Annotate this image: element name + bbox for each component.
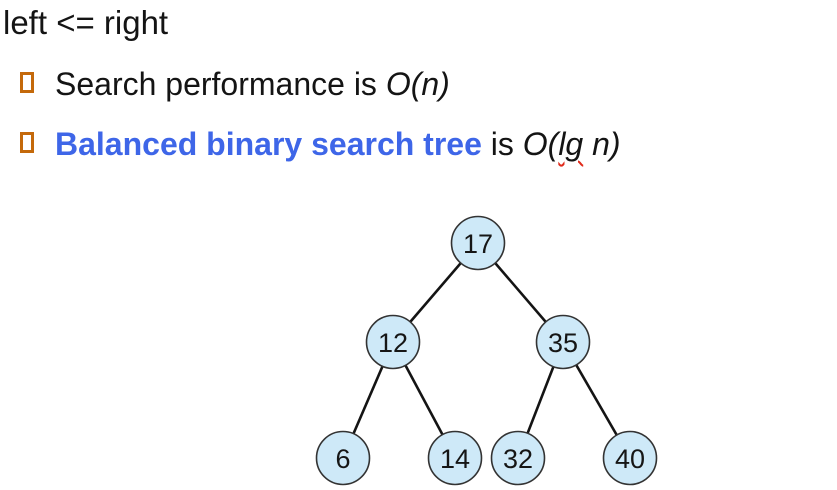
bullet-text-balanced-bst: Balanced binary search tree is O(lg n)	[55, 124, 621, 164]
tree-node-label: 6	[335, 444, 350, 474]
tree-node-35: 35	[535, 314, 591, 370]
tree-node-label: 14	[440, 444, 470, 474]
big-o-n-notation: O(n)	[385, 66, 450, 102]
tree-node-label: 32	[503, 444, 533, 474]
tree-node-label: 40	[615, 444, 645, 474]
tree-node-label: 35	[548, 328, 578, 358]
tree-node-label: 17	[463, 229, 493, 259]
bullet1-lead-text: Search performance is	[55, 66, 386, 102]
tree-node-32: 32	[490, 430, 546, 486]
bullet-item-search-performance: Search performance is O(n)	[20, 64, 450, 104]
tree-node-circle	[535, 314, 591, 370]
tree-node-6: 6	[315, 430, 371, 486]
slide-title-fragment: left <= right	[3, 4, 169, 41]
bullet-item-balanced-bst: Balanced binary search tree is O(lg n)	[20, 124, 621, 164]
lg-misspelling-squiggle: lg	[558, 126, 584, 162]
balanced-bst-emphasis-text: Balanced binary search tree	[55, 126, 482, 162]
tree-node-label: 12	[378, 328, 408, 358]
tree-node-circle	[315, 430, 371, 486]
big-o-close: n)	[583, 126, 621, 162]
tree-node-12: 12	[365, 314, 421, 370]
bullet-text-search-performance: Search performance is O(n)	[55, 64, 450, 104]
bullet-square-icon	[20, 132, 34, 153]
tree-node-circle	[490, 430, 546, 486]
tree-node-circle	[427, 430, 483, 486]
tree-node-circle	[450, 215, 506, 271]
tree-node-14: 14	[427, 430, 483, 486]
tree-node-circle	[365, 314, 421, 370]
bullet2-mid-text: is	[481, 126, 523, 162]
big-o-lg-n-notation: O(lg n)	[523, 126, 621, 162]
tree-node-40: 40	[602, 430, 658, 486]
tree-node-17: 17	[450, 215, 506, 271]
bullet-square-icon	[20, 72, 34, 93]
tree-node-circle	[602, 430, 658, 486]
big-o-open: O(	[522, 126, 559, 162]
